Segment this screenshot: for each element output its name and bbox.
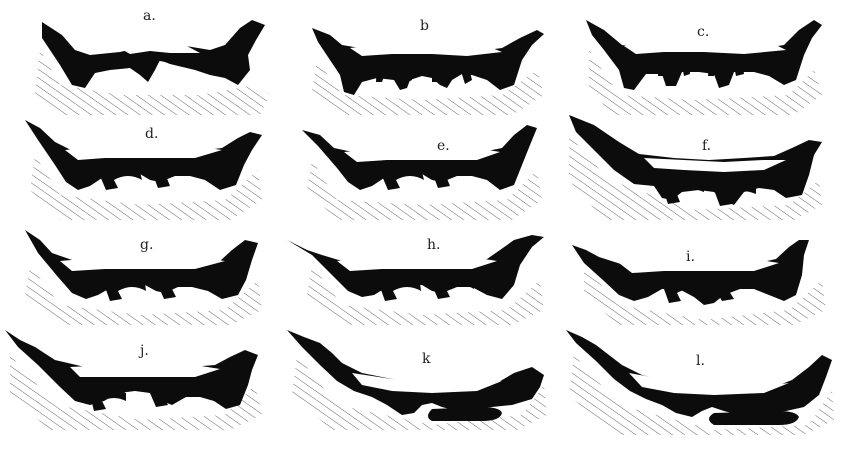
section-h-tissue: h. <box>287 235 544 325</box>
section-label-e: e. <box>437 138 450 154</box>
section-k-tissue: k <box>287 330 547 430</box>
section-b-tissue: b <box>312 18 544 115</box>
section-label-l: l. <box>696 353 705 369</box>
section-i-tissue: i. <box>572 240 826 325</box>
section-label-h: h. <box>427 237 440 253</box>
section-a-tissue: a. <box>35 8 270 115</box>
section-panel-f: f. <box>569 115 822 220</box>
section-c-tissue: c. <box>586 20 822 115</box>
section-panel-h: h. <box>287 235 544 325</box>
section-j-tissue: j. <box>5 330 262 430</box>
section-panel-b: b <box>312 18 544 115</box>
section-label-b: b <box>420 18 429 34</box>
section-panel-a: a. <box>35 8 270 115</box>
section-e-tissue: e. <box>302 125 542 220</box>
section-f-tissue: f. <box>569 115 822 220</box>
section-panel-k: k <box>287 330 547 430</box>
section-d-tissue: d. <box>25 120 262 220</box>
section-panel-c: c. <box>586 20 822 115</box>
section-label-i: i. <box>686 249 695 265</box>
section-label-c: c. <box>697 24 709 40</box>
section-panel-e: e. <box>302 125 542 220</box>
section-g-tissue: g. <box>25 230 262 325</box>
section-panel-l: l. <box>566 330 834 435</box>
section-label-a: a. <box>143 8 156 24</box>
section-panel-g: g. <box>25 230 262 325</box>
section-label-k: k <box>422 351 431 367</box>
section-panel-i: i. <box>572 240 826 325</box>
section-label-g: g. <box>140 237 153 253</box>
section-label-d: d. <box>145 126 158 142</box>
section-label-f: f. <box>702 138 711 154</box>
section-panel-j: j. <box>5 330 262 430</box>
section-l-tissue: l. <box>566 330 834 435</box>
section-label-j: j. <box>138 343 149 359</box>
section-panel-d: d. <box>25 120 262 220</box>
